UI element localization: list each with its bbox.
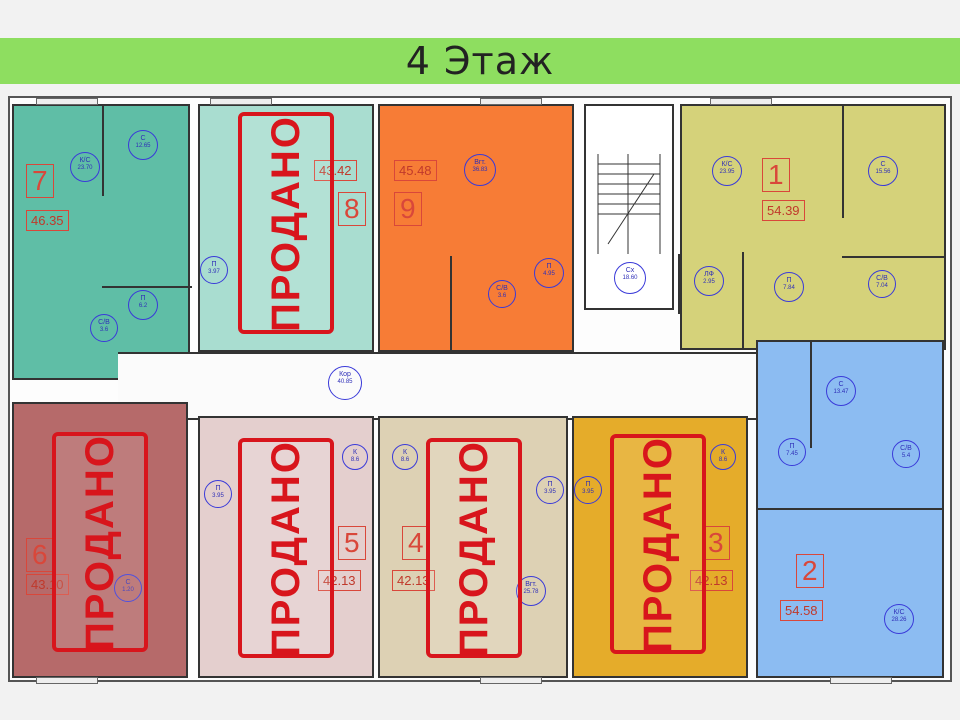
apartment-1-area: 54.39 — [762, 200, 805, 221]
apartment-5-number: 5 — [338, 526, 366, 560]
apartment-4-area: 42.13 — [392, 570, 435, 591]
window — [710, 98, 772, 105]
sold-stamp-apartment-4: ПРОДАНО — [426, 438, 522, 658]
window — [36, 677, 98, 684]
apartment-7-number: 7 — [26, 164, 54, 198]
apartment-6[interactable] — [12, 402, 188, 678]
apartment-9-number: 9 — [394, 192, 422, 226]
window — [36, 98, 98, 105]
window — [480, 98, 542, 105]
room-tag: Вгт.36.83 — [464, 154, 496, 186]
sold-stamp-apartment-8: ПРОДАНО — [238, 112, 334, 334]
sold-stamp-apartment-5: ПРОДАНО — [238, 438, 334, 658]
window — [210, 98, 272, 105]
apartment-3-number: 3 — [702, 526, 730, 560]
floor-title-banner: 4 Этаж — [0, 38, 960, 84]
apartment-8-number: 8 — [338, 192, 366, 226]
corridor — [118, 352, 798, 420]
apartment-9-area: 45.48 — [394, 160, 437, 181]
room-tag: Вгт.25.78 — [516, 576, 546, 606]
apartment-1[interactable] — [680, 104, 946, 350]
sold-stamp-apartment-6: ПРОДАНО — [52, 432, 148, 652]
apartment-8[interactable] — [198, 104, 374, 352]
apartment-9[interactable] — [378, 104, 574, 352]
apartment-6-number: 6 — [26, 538, 54, 572]
stairs-icon — [597, 154, 661, 254]
apartment-2-number: 2 — [796, 554, 824, 588]
window — [480, 677, 542, 684]
apartment-8-area: 43.42 — [314, 160, 357, 181]
floor-plan: 7 46.35 43.42 8 45.48 9 1 54.39 2 54.58 … — [8, 96, 952, 684]
window — [830, 677, 892, 684]
apartment-1-number: 1 — [762, 158, 790, 192]
floor-title: 4 Этаж — [405, 39, 555, 83]
apartment-7-area: 46.35 — [26, 210, 69, 231]
sold-stamp-apartment-3: ПРОДАНО — [610, 434, 706, 654]
apartment-2-area: 54.58 — [780, 600, 823, 621]
